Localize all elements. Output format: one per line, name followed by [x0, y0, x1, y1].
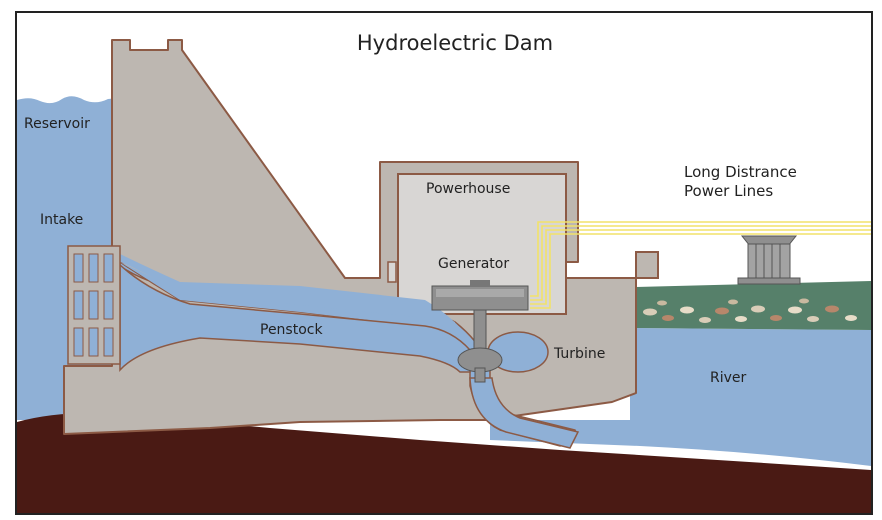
- label-reservoir: Reservoir: [24, 116, 90, 132]
- label-generator: Generator: [438, 256, 509, 272]
- label-turbine: Turbine: [553, 346, 605, 362]
- label-power-lines-line1: Long Distrance: [684, 163, 797, 181]
- river-water: [490, 328, 871, 466]
- dam-outlet-step: [635, 251, 659, 279]
- powerhouse-window: [387, 261, 397, 283]
- pebbles: [643, 298, 857, 323]
- grass-bank: [636, 281, 871, 330]
- transmission-tower-icon: [737, 235, 801, 285]
- diagram-title: Hydroelectric Dam: [357, 31, 553, 55]
- label-power-lines-line2: Power Lines: [684, 182, 773, 200]
- power-lines: [530, 221, 871, 309]
- generator-icon: [431, 280, 529, 311]
- turbine-icon: [457, 347, 503, 383]
- label-powerhouse: Powerhouse: [426, 181, 510, 197]
- intake-grate-icon: [67, 245, 121, 365]
- ground: [17, 413, 871, 513]
- label-intake: Intake: [40, 212, 83, 228]
- label-river: River: [710, 370, 747, 386]
- penstock-main: [112, 250, 470, 350]
- label-penstock: Penstock: [260, 322, 323, 338]
- draft-tube: [469, 377, 580, 449]
- penstock-lower-channel: [119, 263, 471, 373]
